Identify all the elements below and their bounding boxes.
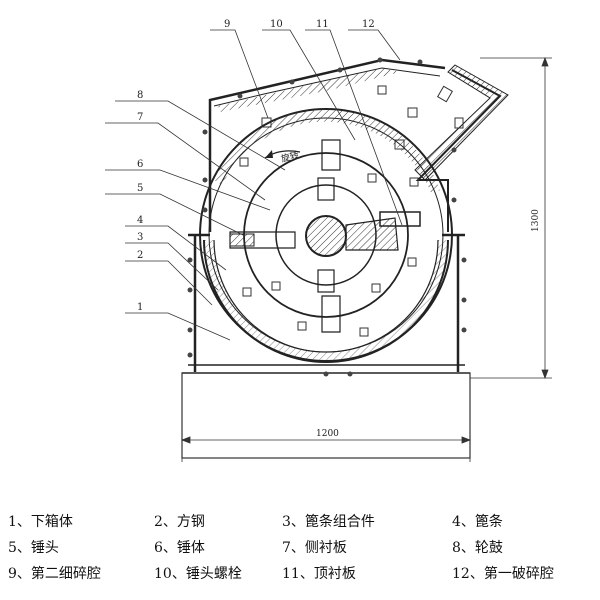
leader-lines [105, 29, 403, 341]
width-dimension-label: 1200 [316, 429, 339, 439]
legend-item-9: 9、第二细碎腔 [8, 566, 101, 582]
liner-hatch-upper [214, 108, 440, 195]
legend-item-11: 11、顶衬板 [282, 566, 356, 582]
legend-row: 5、锤头 6、锤体 7、侧衬板 8、轮鼓 [8, 534, 598, 560]
legend-item-10: 10、锤头螺栓 [154, 566, 242, 582]
width-dimension [180, 430, 472, 462]
legend-item-6: 6、锤体 [154, 540, 205, 556]
material-particles [239, 85, 419, 337]
legend-item-1: 1、下箱体 [8, 514, 73, 530]
callout-10: 10 [270, 19, 283, 30]
feed-chute [414, 64, 509, 181]
callout-11: 11 [316, 19, 329, 30]
legend-item-2: 2、方钢 [154, 514, 205, 530]
legend-item-5: 5、锤头 [8, 540, 59, 556]
height-dimension-label: 1300 [531, 209, 541, 232]
callout-3: 3 [137, 232, 143, 243]
lower-box-body [188, 233, 465, 372]
legend-item-12: 12、第一破碎腔 [452, 566, 554, 582]
main-shaft [305, 215, 347, 257]
callout-12: 12 [362, 19, 375, 30]
grate-assembly [203, 239, 449, 363]
housing-bolts [187, 57, 467, 377]
height-dimension [470, 56, 552, 380]
callout-6: 6 [137, 159, 143, 170]
callout-7: 7 [137, 112, 143, 123]
hammer-arms [229, 139, 421, 333]
legend-item-7: 7、侧衬板 [282, 540, 347, 556]
rotation-arrow-head [265, 150, 273, 158]
legend-row: 1、下箱体 2、方钢 3、篦条组合件 4、篦条 [8, 508, 598, 534]
legend-item-4: 4、篦条 [452, 514, 503, 530]
callout-2: 2 [137, 250, 143, 261]
parts-legend: 1、下箱体 2、方钢 3、篦条组合件 4、篦条 5、锤头 6、锤体 7、侧衬板 … [8, 508, 598, 586]
foundation-block [181, 372, 471, 459]
callout-4: 4 [137, 215, 143, 226]
callout-8: 8 [137, 90, 143, 101]
legend-item-8: 8、轮鼓 [452, 540, 503, 556]
legend-item-3: 3、篦条组合件 [282, 514, 375, 530]
callout-1: 1 [137, 302, 143, 313]
legend-row: 9、第二细碎腔 10、锤头螺栓 11、顶衬板 12、第一破碎腔 [8, 560, 598, 586]
crusher-diagram: 旋转 1 2 3 4 5 6 7 8 9 10 11 12 1200 [105, 19, 552, 462]
callout-5: 5 [137, 183, 143, 194]
callout-9: 9 [224, 19, 230, 30]
